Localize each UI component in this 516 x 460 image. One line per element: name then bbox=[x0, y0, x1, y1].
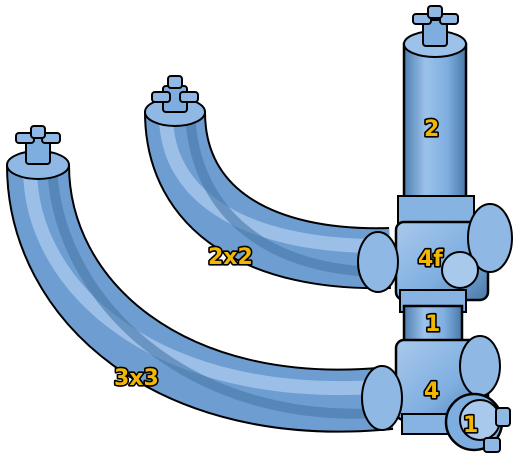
arc-middle-endcap bbox=[145, 76, 205, 126]
label-arc-middle: 2x2 bbox=[208, 245, 253, 270]
label-connector-short: 1 bbox=[425, 312, 440, 337]
label-arc-outer: 3x3 bbox=[114, 366, 159, 391]
arc-outer-endcap bbox=[7, 126, 69, 179]
label-front-stub: 1 bbox=[463, 413, 478, 438]
arc-middle-2x2 bbox=[166, 112, 392, 272]
label-hub-lower: 4 bbox=[424, 379, 439, 404]
label-hub-upper: 4f bbox=[418, 247, 443, 272]
label-vertical-tube: 2 bbox=[424, 117, 439, 142]
